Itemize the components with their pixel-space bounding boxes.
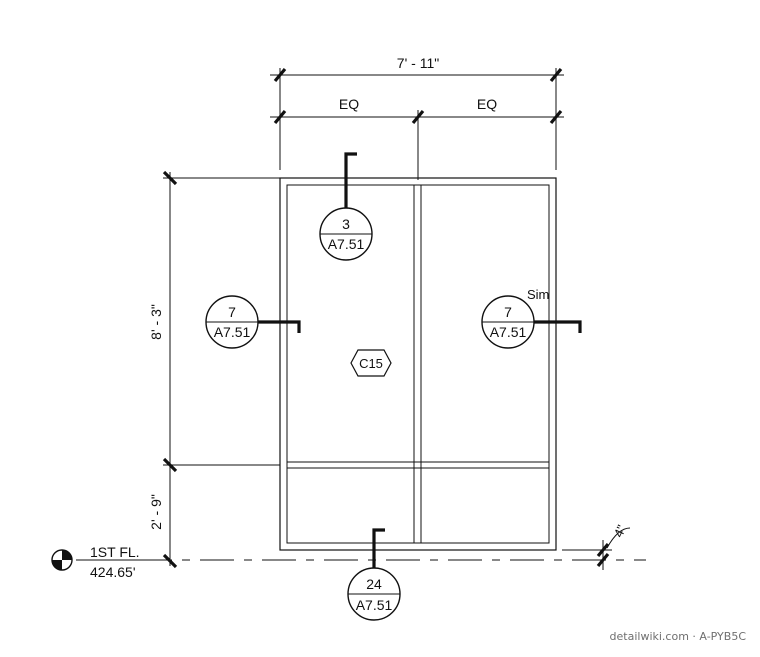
eq-left-label: EQ	[339, 96, 359, 112]
level-elevation: 424.65'	[90, 564, 136, 580]
offset-label: 4"	[611, 522, 630, 539]
type-tag[interactable]: C15	[350, 349, 392, 377]
section-callout-left[interactable]: 7 A7.51	[205, 295, 301, 349]
upper-height-label: 8' - 3"	[148, 304, 164, 340]
callout-right-note: Sim	[527, 287, 549, 302]
section-callout-top[interactable]: 3 A7.51	[319, 152, 373, 261]
storefront-frame	[279, 177, 557, 551]
section-callout-right[interactable]: 7 A7.51 Sim	[481, 287, 582, 349]
callout-left-sheet: A7.51	[214, 324, 251, 340]
offset-dimension: 4"	[562, 522, 631, 570]
overall-width-dimension: 7' - 11"	[270, 55, 564, 170]
height-dimension: 8' - 3" 2' - 9"	[148, 170, 280, 569]
level-name: 1ST FL.	[90, 544, 140, 560]
eq-dimension-string: EQ EQ	[270, 96, 564, 180]
overall-width-label: 7' - 11"	[397, 55, 439, 71]
callout-top-sheet: A7.51	[328, 236, 365, 252]
eq-right-label: EQ	[477, 96, 497, 112]
level-line: 1ST FL. 424.65'	[51, 544, 646, 580]
callout-left-number: 7	[228, 304, 236, 320]
callout-bottom-number: 24	[366, 576, 382, 592]
callout-bottom-sheet: A7.51	[356, 597, 393, 613]
callout-right-number: 7	[504, 304, 512, 320]
watermark: detailwiki.com · A-PYB5C	[610, 630, 747, 643]
level-target-icon	[51, 549, 73, 571]
callout-top-number: 3	[342, 216, 350, 232]
type-tag-label: C15	[359, 356, 383, 371]
callout-right-sheet: A7.51	[490, 324, 527, 340]
lower-height-label: 2' - 9"	[148, 494, 164, 530]
section-callout-bottom[interactable]: 24 A7.51	[347, 528, 401, 621]
